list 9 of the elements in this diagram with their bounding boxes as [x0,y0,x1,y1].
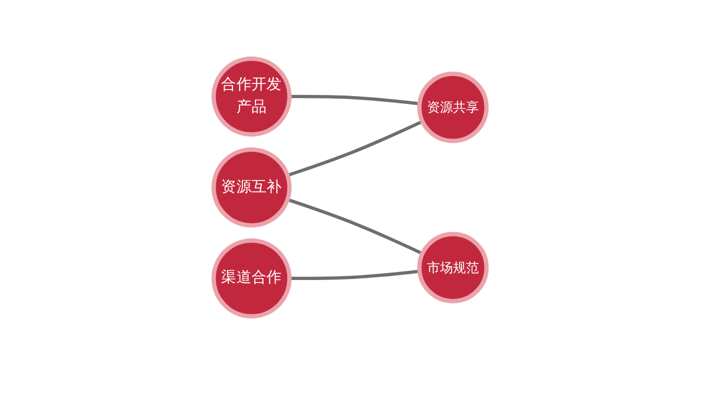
node-circle: 渠道合作 [211,238,292,318]
connector-line [286,120,424,177]
node-circle: 资源共享 [417,72,489,144]
connector-line [289,94,420,106]
connector-line [289,270,420,280]
node-circle: 合作开发产品 [211,56,292,137]
node-circle: 市场规范 [417,232,489,304]
connector-line [286,198,424,256]
node-circle: 资源互补 [211,147,292,228]
